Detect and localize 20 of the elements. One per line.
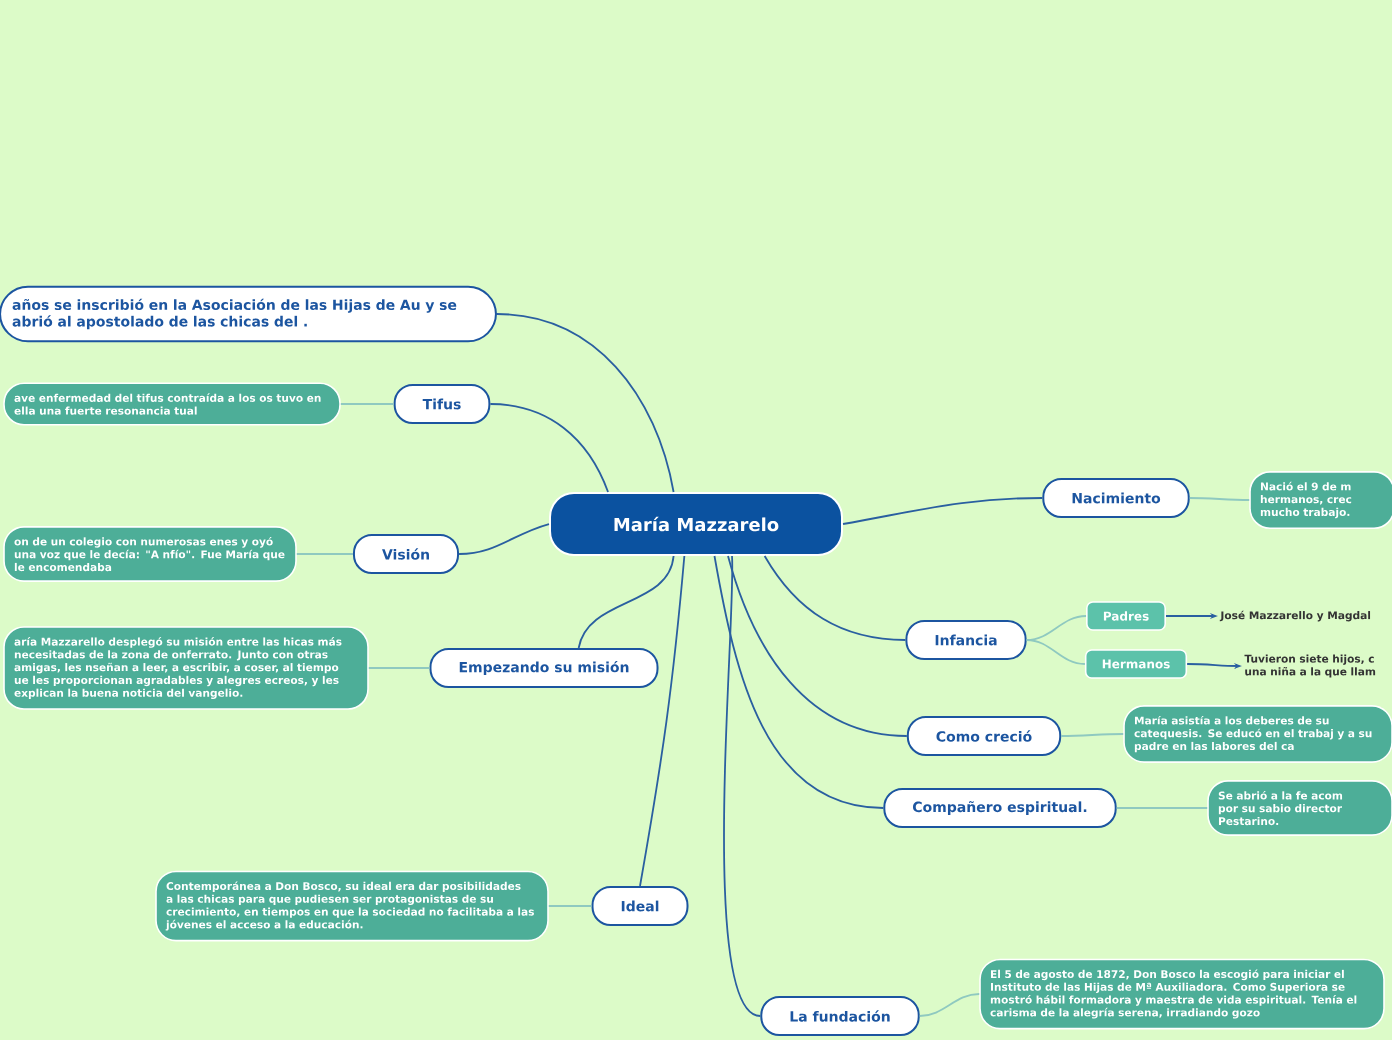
connector-line <box>496 313 675 493</box>
connector-line <box>577 555 675 649</box>
connector-line <box>842 497 1044 525</box>
connector-line <box>1188 497 1251 501</box>
connector-line <box>458 523 550 555</box>
connector-line <box>1060 733 1125 737</box>
connector-line <box>295 553 354 555</box>
connector-line <box>339 403 395 405</box>
central-topic-box: María Mazzarelo <box>549 492 843 556</box>
connector-line <box>1115 807 1209 809</box>
connector-line <box>918 993 981 1017</box>
connector-line <box>1025 639 1086 665</box>
connector-line <box>727 555 908 737</box>
connector-line <box>367 667 431 669</box>
connector-line <box>547 905 593 907</box>
connector-line <box>713 555 885 809</box>
connector-line <box>763 555 907 641</box>
connector-line <box>723 555 762 1017</box>
connector-line <box>639 555 686 887</box>
connector-line <box>489 403 609 493</box>
